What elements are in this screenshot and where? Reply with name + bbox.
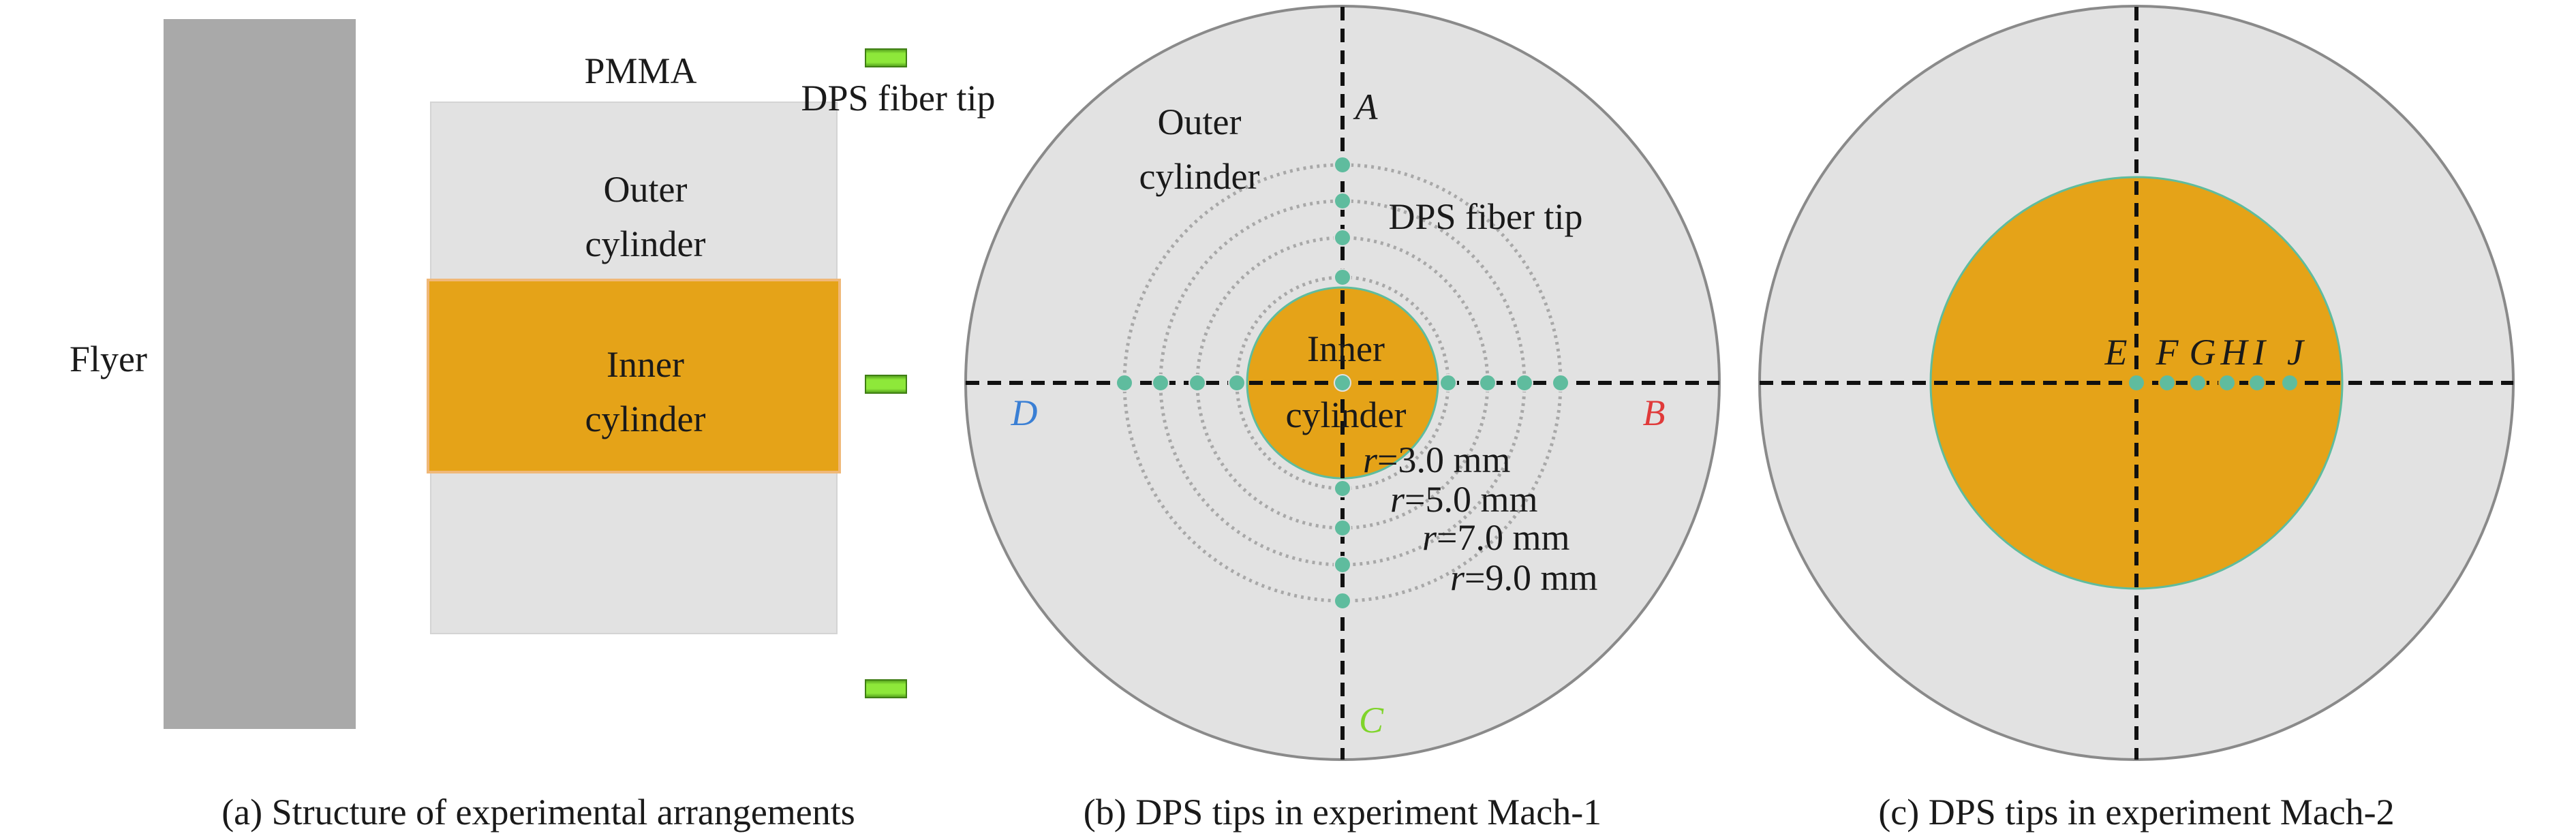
panel-b: A B C D Outer cylinder DPS fiber tip Inn… — [964, 5, 1721, 833]
tip-point — [1552, 374, 1569, 392]
flyer-plate — [164, 19, 356, 729]
inner-cylinder-label-line2: cylinder — [585, 399, 706, 439]
radius-label-5mm: r=5.0 mm — [1390, 479, 1537, 520]
point-i-label: I — [2252, 332, 2267, 373]
tip-point — [1228, 374, 1246, 392]
tip-point — [1334, 156, 1351, 174]
point-g-label: G — [2190, 332, 2216, 373]
tip-point — [2158, 374, 2176, 392]
point-b-label: B — [1643, 392, 1666, 433]
tip-point — [2189, 374, 2207, 392]
tip-point — [2281, 374, 2299, 392]
tip-point — [1152, 374, 1169, 392]
pmma-label: PMMA — [584, 50, 696, 91]
tip-point — [1334, 268, 1351, 286]
point-d-label: D — [1011, 392, 1038, 433]
point-e-label: E — [2104, 332, 2128, 373]
tip-points-c — [2128, 374, 2299, 392]
tip-point — [2218, 374, 2236, 392]
tip-point — [1334, 480, 1351, 497]
tip-point — [1334, 229, 1351, 247]
tip-point — [2248, 374, 2266, 392]
point-a-label: A — [1353, 87, 1379, 127]
tip-points-b — [1116, 156, 1569, 610]
outer-cylinder-label-b-line1: Outer — [1158, 102, 1242, 142]
inner-cylinder-label-b-line2: cylinder — [1286, 394, 1407, 435]
tip-point — [1516, 374, 1533, 392]
point-c-label: C — [1359, 700, 1384, 741]
tip-point — [1334, 374, 1351, 392]
tip-point — [2128, 374, 2145, 392]
tip-point — [1334, 192, 1351, 210]
tip-point — [1189, 374, 1206, 392]
tip-point — [1334, 519, 1351, 537]
fiber-tip-label-b: DPS fiber tip — [1388, 196, 1582, 237]
caption-a: (a) Structure of experimental arrangemen… — [221, 792, 855, 833]
inner-cylinder-section — [427, 279, 841, 473]
outer-cylinder-label-b-line2: cylinder — [1139, 156, 1260, 197]
panel-a: Flyer PMMA Outer cylinder Inner cylinder… — [70, 19, 996, 833]
point-f-label: F — [2156, 332, 2179, 373]
inner-cylinder-label-b-line1: Inner — [1307, 328, 1385, 369]
point-h-label: H — [2220, 332, 2250, 373]
radius-label-9mm: r=9.0 mm — [1450, 557, 1597, 598]
point-j-label: J — [2287, 332, 2305, 373]
outer-cylinder-label-line1: Outer — [604, 169, 688, 210]
radius-label-7mm: r=7.0 mm — [1422, 517, 1569, 558]
fiber-tip-middle — [865, 375, 907, 394]
tip-point — [1334, 556, 1351, 574]
fiber-tip-bottom — [865, 679, 907, 698]
caption-c: (c) DPS tips in experiment Mach-2 — [1878, 792, 2394, 833]
tip-point — [1479, 374, 1497, 392]
panel-c: E F G H I J (c) DPS tips in experiment M… — [1758, 5, 2515, 833]
tip-point — [1116, 374, 1133, 392]
inner-cylinder-label-line1: Inner — [607, 344, 684, 385]
tip-point — [1334, 592, 1351, 610]
fiber-tip-label: DPS fiber tip — [801, 78, 995, 119]
flyer-label: Flyer — [70, 339, 147, 379]
fiber-tip-top — [865, 48, 907, 67]
outer-cylinder-label-line2: cylinder — [585, 223, 706, 264]
tip-point — [1439, 374, 1457, 392]
radius-label-3mm: r=3.0 mm — [1363, 439, 1510, 480]
caption-b: (b) DPS tips in experiment Mach-1 — [1084, 792, 1601, 833]
